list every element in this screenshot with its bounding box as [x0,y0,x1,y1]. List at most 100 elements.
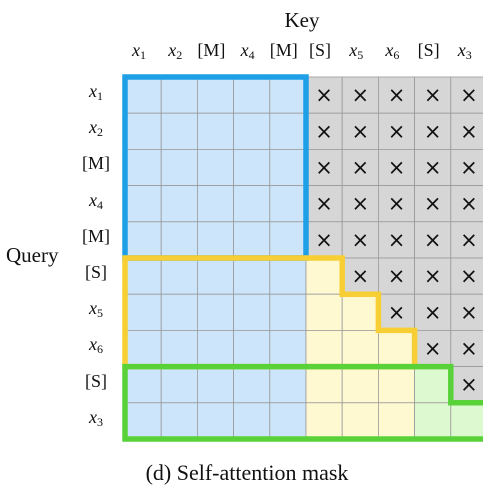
mask-cross-icon: × [424,83,442,107]
visible-cell [124,149,162,187]
visible-cell [377,402,415,440]
masked-cell [450,112,483,150]
visible-cell [305,366,343,404]
visible-cell [124,221,162,259]
visible-cell [160,329,198,367]
mask-cross-icon: × [460,192,478,216]
key-token-label: [S] [309,40,331,60]
key-token-label: x3 [457,40,472,63]
visible-cell [341,329,379,367]
visible-cell [160,293,198,331]
mask-cross-icon: × [388,264,406,288]
visible-cell [233,149,271,187]
visible-cell [269,149,307,187]
visible-cell [269,402,307,440]
masked-cell [341,76,379,114]
query-token-label: x1 [89,81,103,104]
mask-cross-icon: × [388,228,406,252]
mask-cross-icon: × [424,300,442,324]
visible-cell [269,185,307,223]
mask-cross-icon: × [351,264,369,288]
masked-cell [450,185,483,223]
visible-cell [233,366,271,404]
masked-cell [450,149,483,187]
visible-cell [269,366,307,404]
query-token-label: x2 [89,117,103,140]
visible-cell [233,293,271,331]
mask-cross-icon: × [424,228,442,252]
visible-cell [197,402,235,440]
masked-cell [414,329,452,367]
key-token-label: x6 [385,40,400,63]
mask-cross-icon: × [388,83,406,107]
visible-cell [269,257,307,295]
visible-cell [305,402,343,440]
visible-cell [269,112,307,150]
visible-cell [341,402,379,440]
visible-cell [233,329,271,367]
mask-cross-icon: × [424,156,442,180]
mask-cross-icon: × [315,119,333,143]
visible-cell [124,366,162,404]
mask-cross-icon: × [351,156,369,180]
mask-cross-icon: × [351,228,369,252]
mask-cross-icon: × [460,337,478,361]
visible-cell [160,185,198,223]
mask-cross-icon: × [315,228,333,252]
mask-cross-icon: × [460,373,478,397]
visible-cell [269,221,307,259]
visible-cell [160,402,198,440]
mask-cross-icon: × [388,192,406,216]
visible-cell [233,76,271,114]
visible-cell [197,221,235,259]
visible-cell [160,257,198,295]
key-token-label: x1 [132,40,146,63]
query-token-label: [S] [85,262,107,282]
visible-cell [233,257,271,295]
query-token-label: x3 [89,406,103,429]
masked-cell [377,257,415,295]
key-token-label: [M] [269,40,298,60]
visible-cell [414,366,452,404]
visible-cell [233,402,271,440]
mask-cross-icon: × [424,337,442,361]
masked-cell [377,112,415,150]
visible-cell [197,149,235,187]
key-token-label: x5 [349,40,364,63]
mask-cross-icon: × [351,119,369,143]
mask-cross-icon: × [460,83,478,107]
masked-cell [377,185,415,223]
mask-cross-icon: × [388,300,406,324]
visible-cell [305,257,343,295]
key-token-label: x4 [240,40,255,63]
span-two-region-outline [122,363,483,442]
visible-cell [450,402,483,440]
visible-cell [160,221,198,259]
mask-cross-icon: × [460,228,478,252]
visible-cell [377,329,415,367]
mask-cross-icon: × [315,192,333,216]
visible-cell [197,293,235,331]
visible-cell [124,293,162,331]
visible-cell [124,402,162,440]
mask-cross-icon: × [424,192,442,216]
visible-cell [197,185,235,223]
visible-cell [160,112,198,150]
mask-cross-icon: × [460,300,478,324]
mask-cross-icon: × [424,264,442,288]
masked-cell [341,185,379,223]
masked-cell [450,329,483,367]
mask-cross-icon: × [460,119,478,143]
key-token-label: x2 [168,40,183,63]
masked-cell [414,185,452,223]
mask-cross-icon: × [315,83,333,107]
attention-mask-grid: ××××××××××××××××××××××××××××××××××× [122,74,483,442]
mask-cross-icon: × [351,83,369,107]
visible-cell [197,329,235,367]
visible-cell [341,366,379,404]
visible-cell [124,76,162,114]
visible-cell [233,221,271,259]
mask-cross-icon: × [388,119,406,143]
visible-cell [233,112,271,150]
visible-cell [124,257,162,295]
